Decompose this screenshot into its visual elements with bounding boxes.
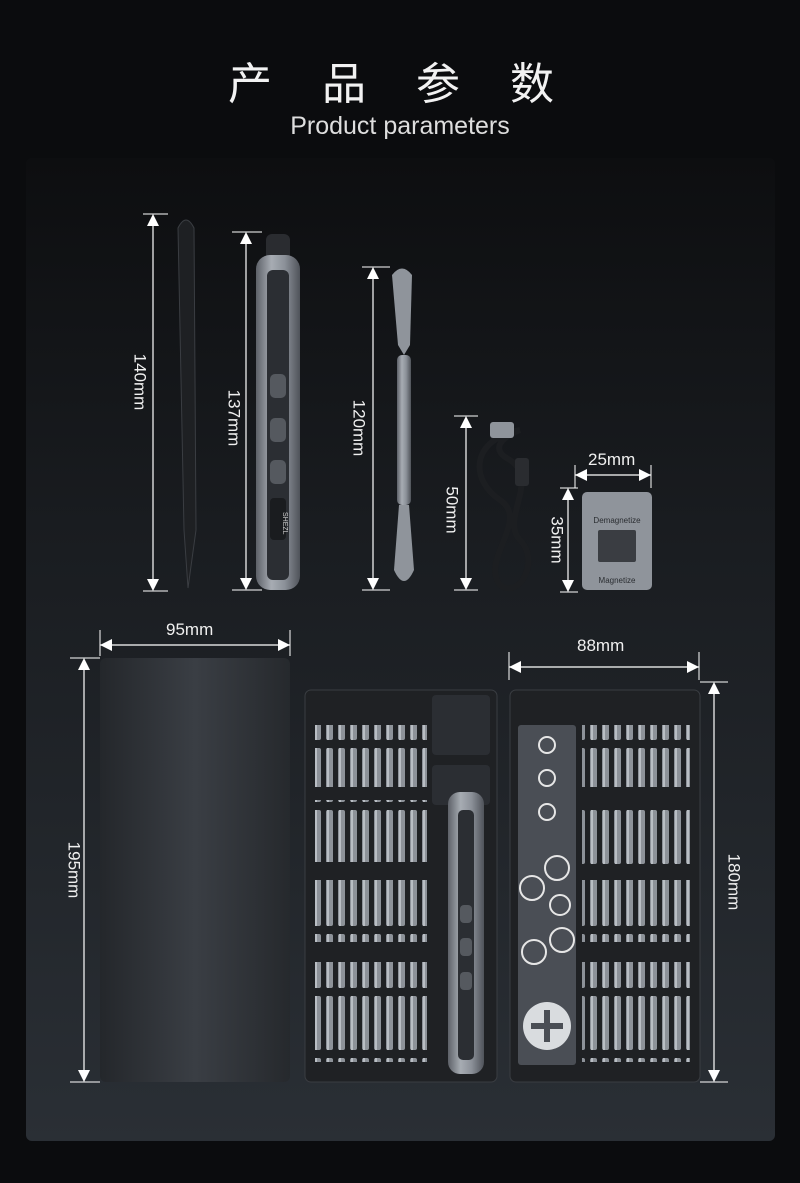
tweezers — [143, 213, 197, 592]
cable-length-label: 50mm — [442, 486, 462, 534]
screwdriver-length-label: 137mm — [224, 389, 244, 447]
tray-height-label: 180mm — [724, 853, 744, 911]
usb-c-cable — [454, 415, 532, 591]
bit-tray-left — [304, 689, 498, 1083]
case-height-label: 195mm — [64, 841, 84, 899]
tweezers-length-label: 140mm — [130, 353, 150, 411]
electric-screwdriver — [232, 231, 300, 591]
tray-width-label: 88mm — [577, 636, 625, 655]
magnetize-label: Magnetize — [598, 576, 636, 585]
screwdriver-brand-label: SHEZL — [281, 512, 288, 535]
demagnetize-label: Demagnetize — [593, 516, 641, 525]
page-title: 产 品 参 数 — [228, 59, 572, 110]
spudger-length-label: 120mm — [349, 399, 369, 457]
page-subtitle: Product parameters — [290, 112, 510, 140]
magnetizer-height-label: 35mm — [547, 516, 567, 564]
magnetizer — [560, 465, 652, 593]
bit-tray-right — [508, 652, 728, 1083]
spudger — [362, 266, 414, 591]
magnetizer-width-label: 25mm — [588, 450, 636, 469]
case-width-label: 95mm — [166, 620, 214, 639]
aluminum-case — [70, 630, 291, 1083]
